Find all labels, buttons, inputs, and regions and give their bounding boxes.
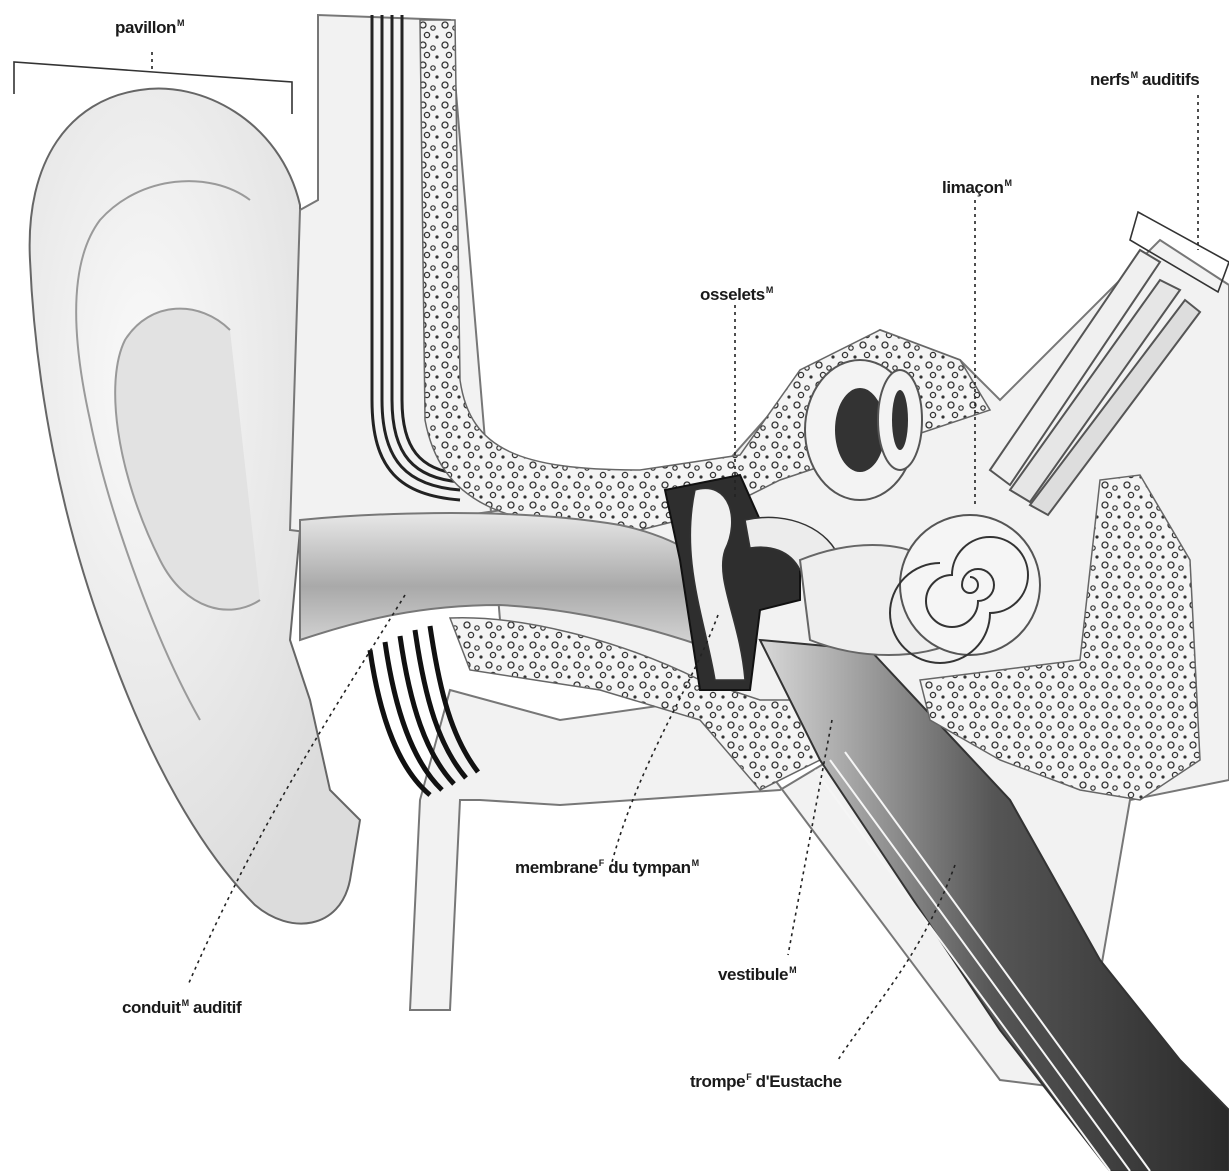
label-pavillon: pavillonM	[115, 18, 184, 38]
label-trompe-eustache: trompeF d'Eustache	[690, 1072, 842, 1092]
label-vestibule: vestibuleM	[718, 965, 796, 985]
label-membrane-tympan: membraneF du tympanM	[515, 858, 699, 878]
label-limacon: limaçonM	[942, 178, 1012, 198]
label-osselets: osseletsM	[700, 285, 773, 305]
label-conduit-auditif: conduitM auditif	[122, 998, 241, 1018]
label-nerfs-auditifs: nerfsM auditifs	[1090, 70, 1199, 90]
